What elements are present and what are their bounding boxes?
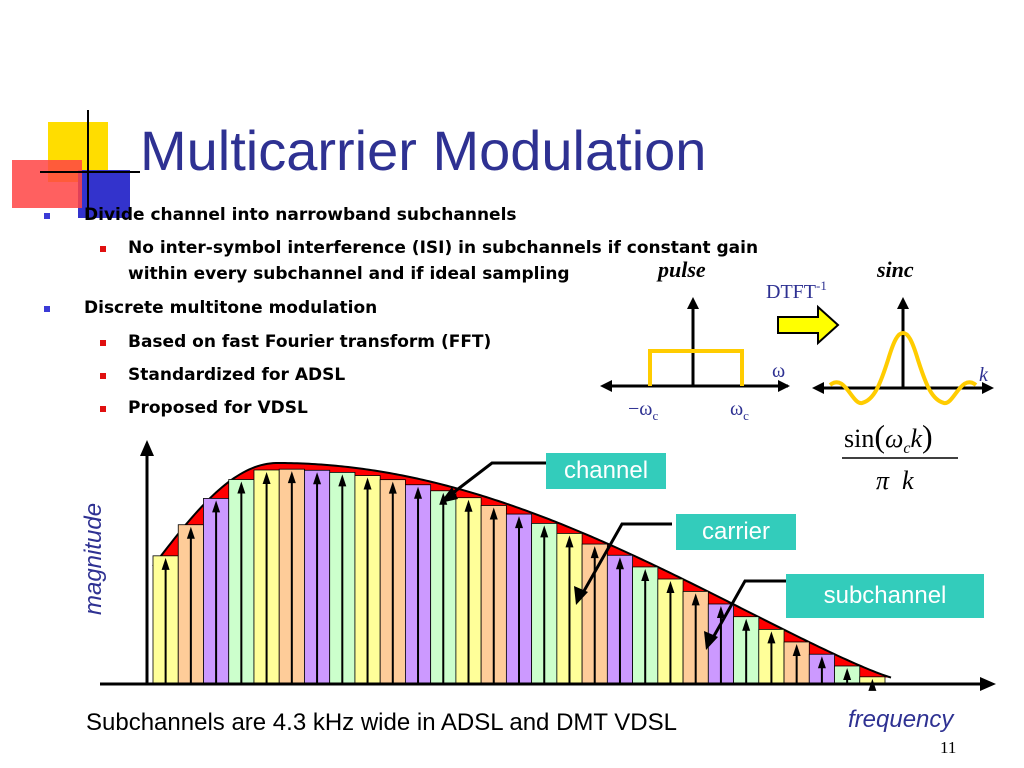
bullet-marker: [44, 306, 50, 312]
bullet-marker: [100, 340, 106, 346]
carrier-arrow-head: [843, 667, 852, 680]
subchannel-bar: [203, 498, 230, 685]
bullet-1-1-line2: within every subchannel and if ideal sam…: [128, 264, 570, 284]
transform-arrow-icon: [777, 304, 840, 346]
slide-title: Multicarrier Modulation: [140, 119, 707, 182]
carrier-arrow-head: [817, 656, 826, 669]
carrier-arrow-head: [767, 631, 776, 644]
subchannel-bar: [177, 524, 204, 685]
subchannel-bar: [228, 479, 255, 685]
bullet-2-1: Based on fast Fourier transform (FFT): [128, 332, 492, 352]
channel-envelope: [153, 463, 891, 684]
pulse-shape: [648, 349, 744, 386]
channel-label: channel: [546, 453, 666, 489]
carrier-arrow-head: [691, 593, 700, 606]
x-axis-label: frequency: [848, 706, 954, 733]
subchannel-bar: [354, 475, 381, 685]
subchannel-bar: [581, 543, 608, 685]
formula-numerator: sin(ωck): [844, 418, 933, 457]
subchannel-bar: [606, 554, 633, 685]
carrier-arrow-head: [515, 516, 523, 529]
subchannel-bar: [278, 468, 305, 685]
subchannel-bar: [152, 555, 179, 685]
subchannel-bar: [253, 469, 280, 685]
carrier-arrow-head: [363, 477, 372, 490]
subchannel-bar: [657, 578, 684, 685]
subchannel-pointer: [708, 579, 786, 644]
carrier-arrow-head: [868, 678, 877, 691]
sinc-curve: [828, 330, 978, 405]
pos-wc-label: ωc: [730, 398, 749, 423]
subchannel-bar: [455, 497, 482, 685]
carrier-arrow-head: [489, 507, 498, 520]
subchannel-bar: [859, 676, 886, 685]
carrier-arrow-head: [464, 499, 473, 512]
caption: Subchannels are 4.3 kHz wide in ADSL and…: [86, 709, 677, 736]
dtft-diagram: pulse sinc DTFT-1 ω k −ωc ωc sin(ωck) π …: [600, 257, 994, 495]
carrier-arrow-head: [388, 481, 397, 494]
subchannel-bar: [632, 566, 659, 685]
subchannel-label: subchannel: [786, 574, 984, 618]
carrier-arrow-head: [666, 581, 675, 594]
subchannel-bar: [556, 533, 583, 685]
bullet-2-2: Standardized for ADSL: [128, 365, 346, 385]
title-decoration: [12, 110, 140, 218]
subchannel-bar: [505, 513, 533, 685]
carrier-arrow-head: [287, 471, 296, 484]
subchannel-bar: [808, 653, 835, 685]
dtft-operator: DTFT-1: [766, 278, 827, 303]
carrier-arrow-head: [212, 500, 221, 513]
channel-pointer: [444, 461, 546, 501]
bullet-marker: [100, 246, 106, 252]
subchannel-bar: [783, 641, 810, 685]
subchannel-bar: [531, 522, 558, 685]
carrier-arrow-head: [590, 546, 599, 559]
carrier-arrow-head: [414, 486, 423, 499]
carrier-label: carrier: [676, 514, 796, 550]
omega-axis-label: ω: [772, 360, 785, 382]
bullet-2: Discrete multitone modulation: [84, 298, 378, 318]
subchannel-bar: [379, 479, 406, 685]
subchannel-bar: [758, 628, 785, 685]
subchannel-bar: [707, 603, 734, 685]
bullet-marker: [44, 213, 50, 219]
pulse-label: pulse: [656, 257, 706, 282]
bullet-marker: [100, 373, 106, 379]
carrier-pointer: [578, 522, 672, 599]
carrier-arrow-head: [186, 526, 195, 539]
subchannel-bar: [480, 505, 507, 685]
bullet-2-3: Proposed for VDSL: [128, 398, 308, 418]
subchannel-bar: [304, 469, 331, 685]
carrier-arrow-head: [716, 605, 725, 618]
carrier-arrow-head: [161, 557, 170, 570]
neg-wc-label: −ωc: [628, 398, 658, 423]
carrier-arrow-head: [262, 471, 271, 484]
carrier-arrow-head: [742, 618, 751, 631]
k-axis-label: k: [979, 364, 989, 386]
bullet-1: Divide channel into narrowband subchanne…: [84, 205, 517, 225]
carrier-arrow-head: [237, 481, 246, 494]
subchannel-bar: [733, 616, 760, 685]
carrier-arrow-head: [439, 492, 448, 505]
carrier-arrow-head: [313, 472, 322, 485]
page-number: 11: [940, 738, 957, 757]
carrier-arrow-head: [565, 535, 574, 548]
formula-denominator: π k: [876, 466, 914, 495]
carrier-arrow-head: [615, 557, 624, 570]
bullet-1-1-line1: No inter-symbol interference (ISI) in su…: [128, 238, 759, 258]
carrier-arrow-head: [641, 568, 650, 581]
subchannel-bar: [430, 490, 457, 685]
channel-envelope-outline: [152, 462, 892, 679]
carrier-arrow-head: [338, 474, 347, 487]
carrier-arrow-head: [540, 525, 549, 538]
subchannel-bar: [834, 665, 861, 685]
sinc-label: sinc: [876, 257, 914, 282]
subchannel-bar: [405, 484, 432, 685]
bullet-marker: [100, 406, 106, 412]
carrier-arrow-head: [792, 643, 801, 656]
subchannel-bar: [329, 471, 356, 685]
y-axis-label: magnitude: [80, 502, 107, 615]
subchannel-bar: [682, 590, 709, 685]
